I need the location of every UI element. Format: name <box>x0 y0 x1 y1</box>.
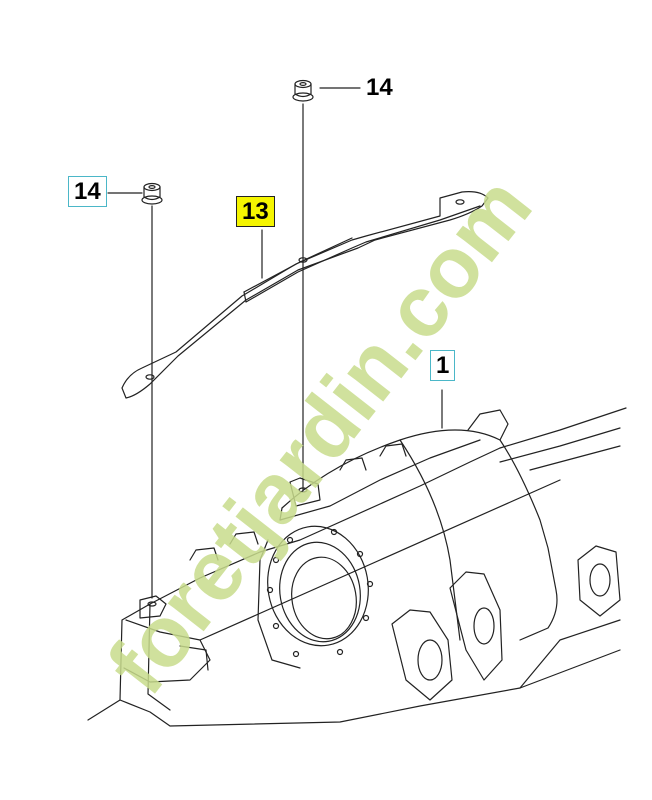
flange-nut-top <box>292 79 314 102</box>
callout-14-top: 14 <box>366 74 393 101</box>
callout-1: 1 <box>430 350 456 381</box>
callout-13-highlighted: 13 <box>236 196 275 227</box>
flange-nut-left <box>141 182 163 205</box>
housing-part-1 <box>87 407 627 727</box>
callout-14-left: 14 <box>68 176 107 207</box>
bracket-part-13 <box>121 191 489 399</box>
